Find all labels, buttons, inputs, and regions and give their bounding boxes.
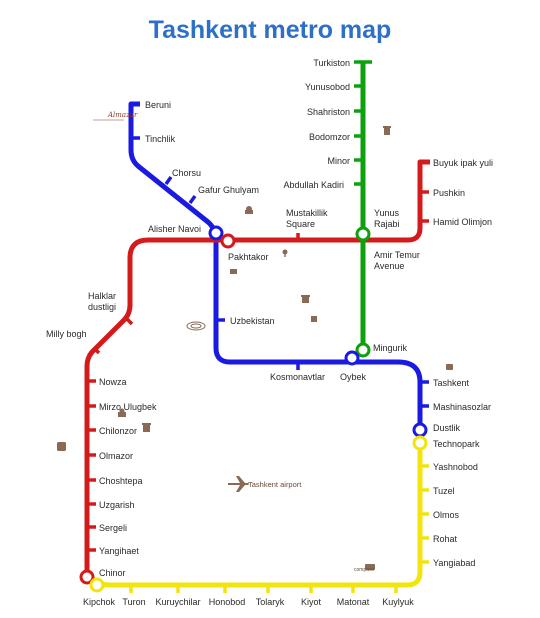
station-label-halklar-2[interactable]: dustligi [88, 302, 116, 312]
station-label-technopark[interactable]: Technopark [433, 439, 480, 449]
station-label-mashinasozlar[interactable]: Mashinasozlar [433, 402, 491, 412]
yellow-line [89, 430, 423, 588]
station-label-rohat[interactable]: Rohat [433, 534, 458, 544]
station-tick-halklar-dustligi [124, 316, 134, 326]
station-label-yashnobod[interactable]: Yashnobod [433, 462, 478, 472]
station-label-uzbekistan[interactable]: Uzbekistan [230, 316, 275, 326]
yellow-line-ticks [129, 464, 429, 593]
station-label-hamid-olimjon[interactable]: Hamid Olimjon [433, 217, 492, 227]
station-label-mirzo-ulugbek[interactable]: Mirzo Ulugbek [99, 402, 157, 412]
station-tick-milly-bogh [92, 346, 101, 355]
airplane-icon [228, 476, 249, 492]
station-label-chilonzor[interactable]: Chilonzor [99, 426, 137, 436]
station-label-mustakillik-1[interactable]: Mustakillik [286, 208, 328, 218]
stadium-icon [186, 321, 206, 331]
station-label-tashkent[interactable]: Tashkent [433, 378, 470, 388]
station-label-olmazor[interactable]: Olmazor [99, 451, 133, 461]
station-label-minor[interactable]: Minor [327, 156, 350, 166]
station-label-oybek[interactable]: Oybek [340, 372, 367, 382]
compass-brand: compass [354, 567, 375, 573]
station-label-tolaryk[interactable]: Tolaryk [256, 597, 285, 607]
station-label-choshtepa[interactable]: Choshtepa [99, 476, 143, 486]
station-label-kosmonavtlar[interactable]: Kosmonavtlar [270, 372, 325, 382]
transfer-chinor[interactable] [79, 569, 95, 585]
station-label-mingurik[interactable]: Mingurik [373, 343, 408, 353]
landmarks: Tashkent airport Almazar [57, 111, 453, 573]
station-label-uzgarish[interactable]: Uzgarish [99, 500, 135, 510]
blue-line-ticks [131, 136, 429, 408]
station-tick-chorsu [164, 175, 173, 186]
station-label-yunus-rajabi-2[interactable]: Rajabi [374, 219, 400, 229]
station-label-dustlik[interactable]: Dustlik [433, 423, 461, 433]
station-label-chorsu[interactable]: Chorsu [172, 168, 201, 178]
station-label-milly-bogh[interactable]: Milly bogh [46, 329, 87, 339]
transfer-dustlik[interactable] [412, 422, 428, 438]
station-label-pushkin[interactable]: Pushkin [433, 188, 465, 198]
station-label-bodomzor[interactable]: Bodomzor [309, 132, 350, 142]
station-label-pakhtakor[interactable]: Pakhtakor [228, 252, 269, 262]
station-label-honobod[interactable]: Honobod [209, 597, 246, 607]
airport-label[interactable]: Tashkent airport [248, 480, 302, 489]
tree-icon [282, 249, 288, 257]
station-label-kipchok[interactable]: Kipchok [83, 597, 116, 607]
station-label-yunusobod[interactable]: Yunusobod [305, 82, 350, 92]
station-label-yangiabad[interactable]: Yangiabad [433, 558, 475, 568]
station-tick-gafur-ghulyam [188, 194, 197, 205]
station-label-shahriston[interactable]: Shahriston [307, 107, 350, 117]
transfer-yunus-rajabi[interactable] [355, 226, 371, 242]
station-label-kuylyuk[interactable]: Kuylyuk [382, 597, 414, 607]
monument-icon [301, 295, 310, 303]
transfer-mingurik[interactable] [355, 342, 371, 358]
transfer-pakhtakor[interactable] [220, 233, 236, 249]
monument-icon [230, 269, 237, 274]
almazar-logo: Almazar [107, 111, 138, 119]
map-title: Tashkent metro map [149, 16, 392, 44]
station-label-turon[interactable]: Turon [122, 597, 145, 607]
transfer-technopark[interactable] [412, 435, 428, 451]
transfer-oybek[interactable] [344, 350, 360, 366]
red-line [84, 159, 430, 578]
transfer-kipchok[interactable] [89, 577, 105, 593]
station-label-turkiston[interactable]: Turkiston [313, 58, 350, 68]
station-label-yunus-rajabi-1[interactable]: Yunus [374, 208, 400, 218]
station-label-tinchlik[interactable]: Tinchlik [145, 134, 176, 144]
theatre-icon [311, 316, 317, 322]
station-label-abdullah-kadiri[interactable]: Abdullah Kadiri [283, 180, 344, 190]
station-label-kuruychilar[interactable]: Kuruychilar [155, 597, 200, 607]
station-label-tuzel[interactable]: Tuzel [433, 486, 455, 496]
station-label-amir-temur-1[interactable]: Amir Temur [374, 250, 420, 260]
red-line-ticks [87, 190, 429, 552]
monument-icon [142, 423, 151, 432]
station-label-sergeli[interactable]: Sergeli [99, 523, 127, 533]
station-label-gafur-ghulyam[interactable]: Gafur Ghulyam [198, 185, 259, 195]
station-label-halklar-1[interactable]: Halklar [88, 291, 116, 301]
green-line-ticks [354, 60, 372, 186]
bus-icon [446, 364, 453, 370]
bus-icon [365, 564, 375, 570]
station-label-amir-temur-2[interactable]: Avenue [374, 261, 404, 271]
station-label-yangihaet[interactable]: Yangihaet [99, 546, 139, 556]
monument-icon [383, 126, 391, 135]
mosque-icon [118, 408, 126, 417]
mosque-icon [245, 206, 253, 214]
station-label-chinor[interactable]: Chinor [99, 568, 126, 578]
station-label-alisher-navoi[interactable]: Alisher Navoi [148, 224, 201, 234]
transfer-alisher-navoi[interactable] [208, 225, 224, 241]
station-label-olmos[interactable]: Olmos [433, 510, 460, 520]
station-label-kiyot[interactable]: Kiyot [301, 597, 322, 607]
station-label-matonat[interactable]: Matonat [337, 597, 370, 607]
station-label-beruni[interactable]: Beruni [145, 100, 171, 110]
bus-icon [57, 442, 66, 451]
station-label-buyuk-ipak-yuli[interactable]: Buyuk ipak yuli [433, 158, 493, 168]
station-label-mustakillik-2[interactable]: Square [286, 219, 315, 229]
station-label-nowza[interactable]: Nowza [99, 377, 127, 387]
